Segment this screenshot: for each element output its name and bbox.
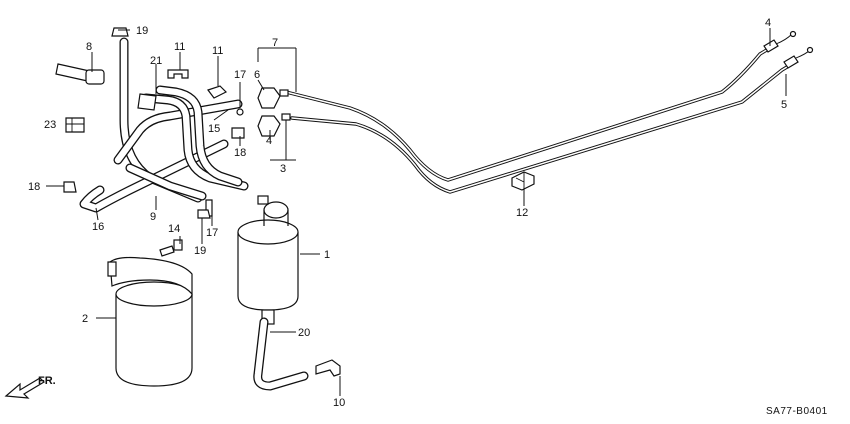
callout-9: 9 (150, 211, 156, 223)
callout-19-bottom: 19 (194, 245, 206, 257)
callout-20: 20 (298, 327, 310, 339)
callout-18-center: 18 (234, 147, 246, 159)
callout-16: 16 (92, 221, 104, 233)
callout-leaders (46, 28, 787, 396)
charcoal-canister (237, 195, 299, 325)
callout-21: 21 (150, 55, 162, 67)
callout-14: 14 (168, 223, 180, 235)
callout-3: 3 (280, 163, 286, 175)
diagram-code: SA77-B0401 (766, 406, 828, 417)
callout-17-top: 17 (234, 69, 246, 81)
callout-7: 7 (272, 37, 278, 49)
callout-23: 23 (44, 119, 56, 131)
canister-bracket (107, 256, 193, 387)
callout-18-left: 18 (28, 181, 40, 193)
callout-15: 15 (208, 123, 220, 135)
callout-11-left: 11 (174, 41, 185, 53)
callout-2: 2 (82, 313, 88, 325)
front-direction-label: FR. (38, 375, 56, 387)
callout-8: 8 (86, 41, 92, 53)
callout-17-bottom: 17 (206, 227, 218, 239)
canister-drain-hose (253, 317, 309, 391)
callout-numbers: 19 8 11 21 11 17 6 7 23 15 18 4 3 18 16 … (28, 17, 787, 409)
callout-10: 10 (333, 397, 345, 409)
callout-11-right: 11 (212, 45, 223, 57)
vapor-pipe-assembly (284, 30, 814, 194)
callout-19-top: 19 (136, 25, 148, 37)
front-direction-arrow: FR. (4, 375, 56, 399)
callout-12: 12 (516, 207, 528, 219)
callout-6: 6 (254, 69, 260, 81)
callout-1: 1 (324, 249, 330, 261)
vent-fitting (315, 359, 341, 377)
callout-5: 5 (781, 99, 787, 111)
callout-4-center: 4 (266, 135, 272, 147)
pipe-clamp (511, 171, 535, 191)
check-valve-set (257, 87, 291, 137)
callout-4-right: 4 (765, 17, 771, 29)
